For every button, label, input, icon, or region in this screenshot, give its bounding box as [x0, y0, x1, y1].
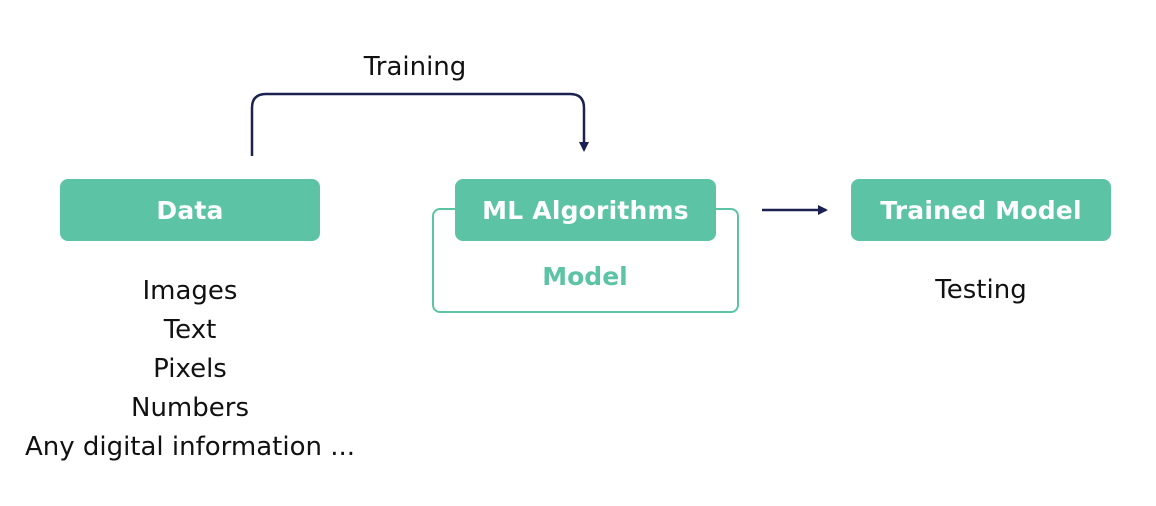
- data-items-list: Images Text Pixels Numbers Any digital i…: [0, 272, 380, 467]
- data-item-text: Text: [163, 315, 217, 345]
- data-item-any-digital: Any digital information ...: [24, 432, 356, 462]
- testing-label: Testing: [935, 275, 1027, 305]
- model-label: Model: [542, 262, 628, 291]
- training-label: Training: [363, 52, 467, 82]
- data-item-pixels: Pixels: [153, 354, 227, 384]
- training-arrow: [250, 92, 589, 156]
- data-box: Data: [60, 179, 320, 241]
- ml-algorithms-box: ML Algorithms: [455, 179, 716, 241]
- data-item-numbers: Numbers: [131, 393, 249, 423]
- data-item-images: Images: [142, 276, 238, 306]
- trained-model-box: Trained Model: [851, 179, 1111, 241]
